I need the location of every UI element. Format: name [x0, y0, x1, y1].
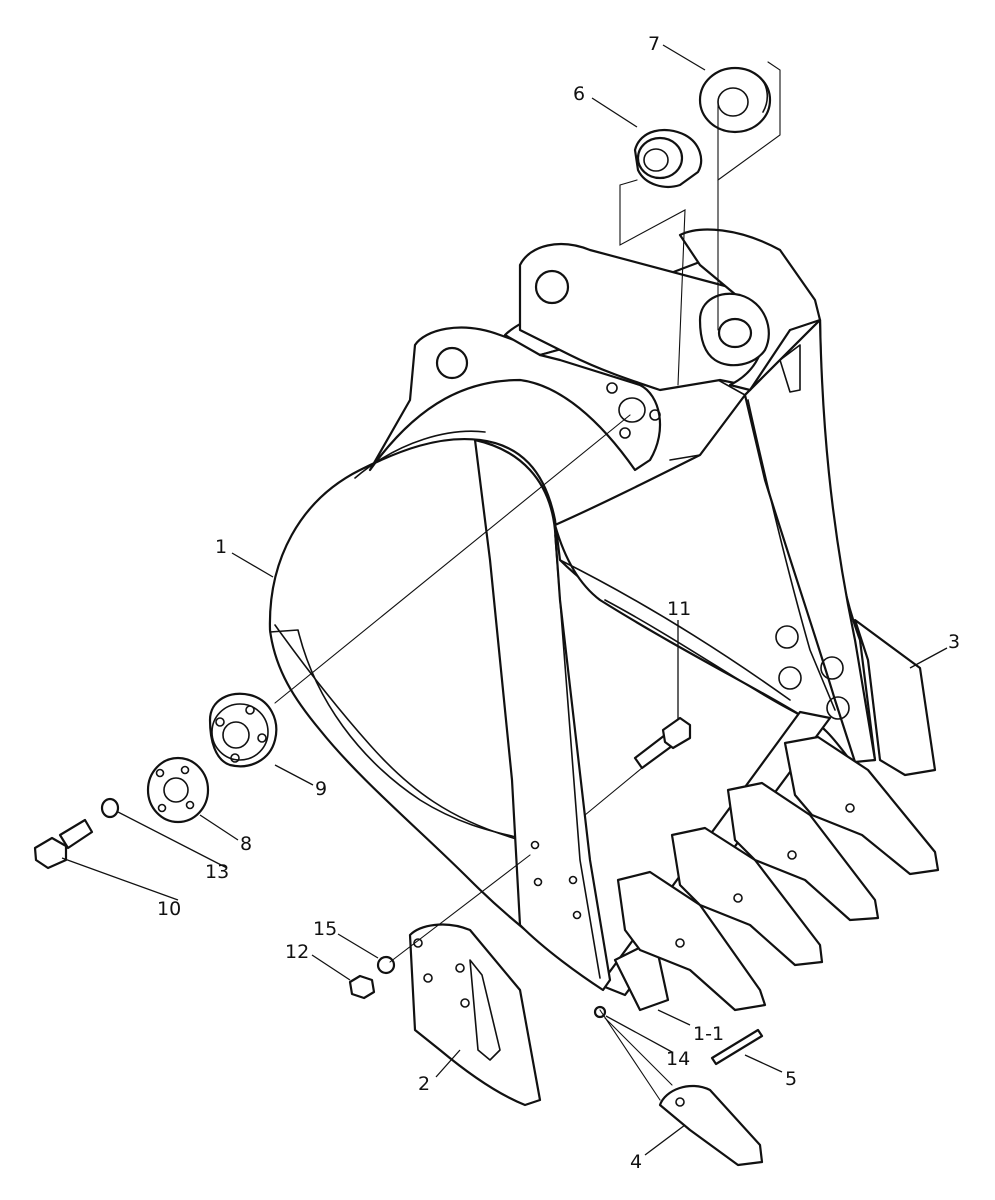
bolt-11 [633, 716, 692, 770]
callout-7: 7 [648, 33, 660, 55]
callout-12: 12 [285, 941, 309, 963]
side-cutter-left [408, 840, 582, 1107]
tooth-4 [783, 735, 940, 876]
callout-9: 9 [315, 778, 327, 800]
bolt-10 [33, 818, 94, 870]
callout-1-1: 1-1 [693, 1023, 724, 1045]
assembly-lines [274, 61, 781, 1101]
callout-1: 1 [215, 536, 227, 558]
callout-2: 2 [418, 1073, 430, 1095]
callout-4: 4 [630, 1151, 642, 1173]
washer-15 [376, 955, 396, 975]
shim-9 [208, 692, 278, 768]
callout-11: 11 [667, 598, 691, 620]
bushing-6 [633, 128, 703, 188]
washer-7 [698, 66, 772, 134]
tooth-4-loose [658, 1085, 764, 1167]
callout-5: 5 [785, 1068, 797, 1090]
callout-13: 13 [205, 861, 229, 883]
callout-15: 15 [313, 918, 337, 940]
washer-13 [100, 797, 120, 819]
tooth-row [613, 735, 940, 1012]
callout-labels: 1 1-1 2 3 4 5 6 7 8 9 10 11 12 13 14 15 [157, 33, 960, 1173]
bucket-body [268, 228, 877, 997]
callout-3: 3 [948, 631, 960, 653]
tooth-1 [613, 870, 767, 1012]
nut-12 [348, 974, 376, 1000]
callout-6: 6 [573, 83, 585, 105]
callout-8: 8 [240, 833, 252, 855]
callout-14: 14 [666, 1048, 690, 1070]
tooth-3 [726, 781, 880, 922]
plate-8 [146, 756, 210, 824]
pin-5 [710, 1028, 764, 1066]
callout-leaders [61, 44, 948, 1156]
callout-10: 10 [157, 898, 181, 920]
side-cutter-right [775, 618, 937, 777]
tooth-2 [670, 826, 824, 967]
